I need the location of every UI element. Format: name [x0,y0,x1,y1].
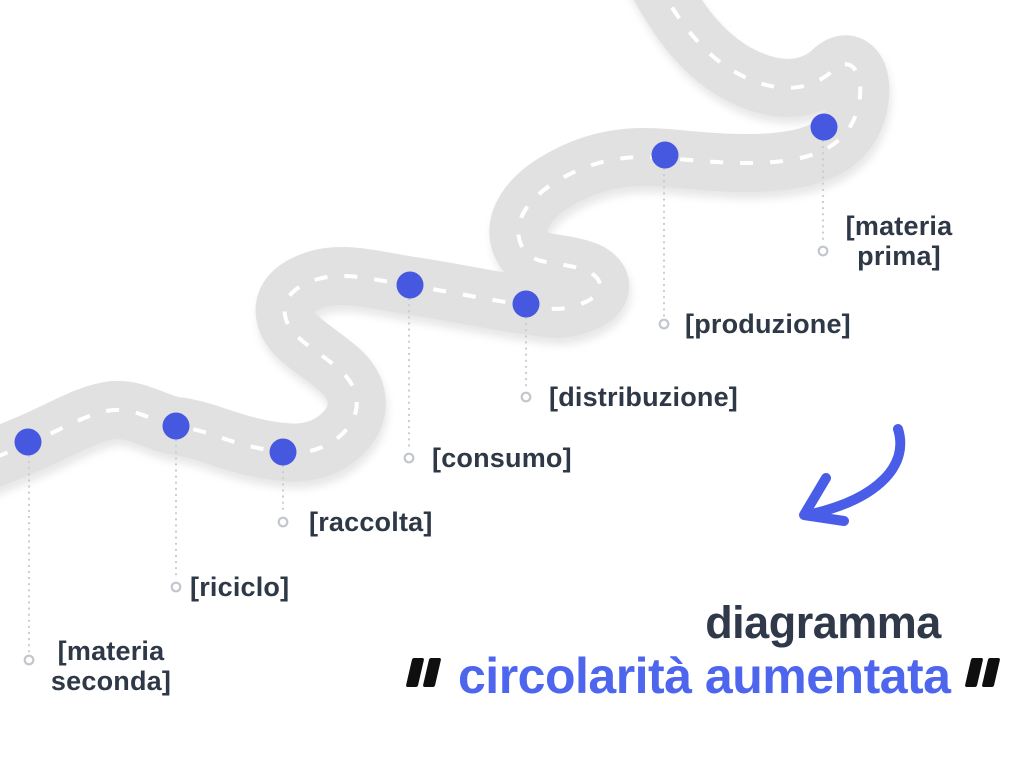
station-dot-produzione [651,141,679,169]
ring-materia-seconda [23,654,35,666]
ring-consumo [403,452,415,464]
label-consumo: [consumo] [432,443,572,473]
label-raccolta: [raccolta] [309,507,433,537]
open-quote-mark [405,658,442,687]
label-riciclo: [riciclo] [190,572,290,602]
caption-subtitle: circolarità aumentata [458,648,951,704]
ring-riciclo [170,581,182,593]
label-materia-prima: [materia prima] [845,211,953,271]
ring-raccolta [277,516,289,528]
curved-arrow-down-left-icon [799,424,906,526]
label-distribuzione: [distribuzione] [549,382,738,412]
ring-distribuzione [520,391,532,403]
station-dot-raccolta [269,438,297,466]
station-dot-consumo [396,271,424,299]
station-dot-materia-seconda [14,428,42,456]
label-produzione: [produzione] [685,309,851,339]
arrow-head [799,473,849,526]
station-dot-materia-prima [810,113,838,141]
ring-materia-prima [817,245,829,257]
label-materia-seconda: [materia seconda] [50,636,172,696]
caption-title: diagramma [705,597,941,648]
station-dot-riciclo [162,412,190,440]
close-quote-mark [964,658,1001,687]
arrow-curve [807,424,906,519]
ring-produzione [658,318,670,330]
station-dot-distribuzione [512,290,540,318]
